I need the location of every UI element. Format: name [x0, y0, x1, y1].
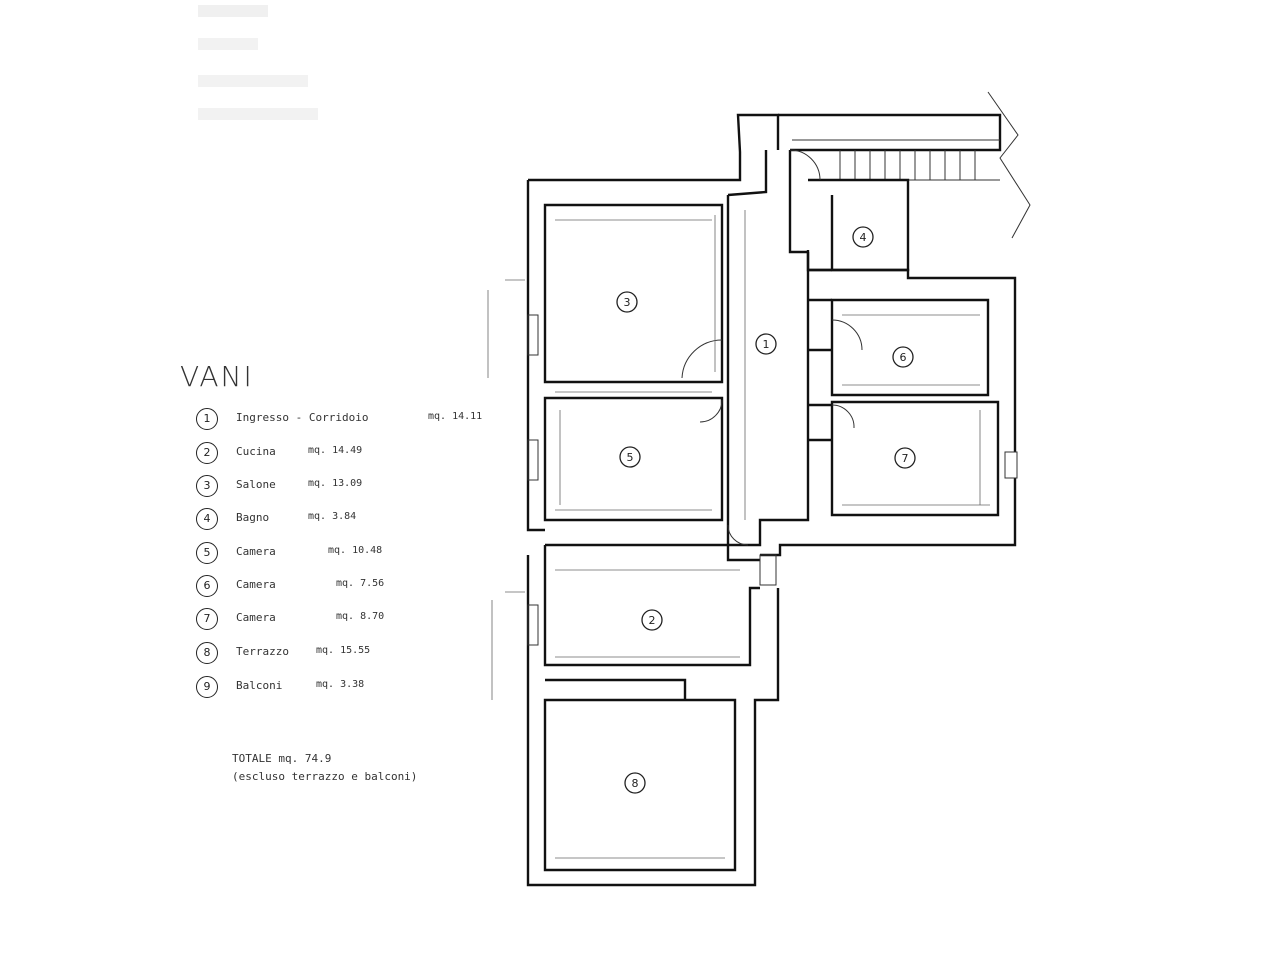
legend-badge: 8: [196, 642, 218, 664]
room-3-label: 3: [616, 291, 638, 313]
legend-row: 3 Salone mq. 13.09: [196, 475, 506, 499]
svg-text:6: 6: [900, 351, 907, 364]
svg-text:4: 4: [860, 231, 867, 244]
legend-badge: 9: [196, 676, 218, 698]
room-5-label: 5: [619, 446, 641, 468]
legend-room-area: mq. 3.84: [308, 511, 357, 522]
legend-badge: 5: [196, 542, 218, 564]
legend-room-area: mq. 8.70: [336, 611, 385, 622]
legend-room-name: Cucina: [236, 445, 276, 458]
legend-row: 7 Camera mq. 8.70: [196, 608, 506, 632]
legend-badge: 4: [196, 508, 218, 530]
legend-row: 2 Cucina mq. 14.49: [196, 442, 506, 466]
legend-badge: 3: [196, 475, 218, 497]
legend-row: 6 Camera mq. 7.56: [196, 575, 506, 599]
legend-room-area: mq. 7.56: [336, 578, 385, 589]
outer-walls: [526, 91, 1031, 887]
legend-room-area: mq. 14.49: [308, 445, 363, 456]
windows: [527, 314, 1018, 646]
legend-room-name: Salone: [236, 478, 276, 491]
legend-badge: 7: [196, 608, 218, 630]
legend-title: VANI: [180, 360, 254, 393]
room-2-label: 2: [641, 609, 663, 631]
legend-row: 8 Terrazzo mq. 15.55: [196, 642, 506, 666]
legend-room-name: Camera: [236, 578, 276, 591]
room-4-label: 4: [852, 226, 874, 248]
legend-room-area: mq. 10.48: [328, 545, 383, 556]
legend-row: 4 Bagno mq. 3.84: [196, 508, 506, 532]
room-8-label: 8: [624, 772, 646, 794]
room-labels: 3 5 1 4 6 7 2 8: [616, 226, 916, 794]
legend-badge: 2: [196, 442, 218, 464]
legend-room-area: mq. 14.11: [428, 411, 483, 422]
legend-room-area: mq. 15.55: [316, 645, 371, 656]
svg-text:1: 1: [763, 338, 770, 351]
svg-text:7: 7: [902, 452, 909, 465]
svg-text:2: 2: [649, 614, 656, 627]
stairs: [825, 150, 1000, 181]
room-7-label: 7: [894, 447, 916, 469]
legend-row: 5 Camera mq. 10.48: [196, 542, 506, 566]
legend-room-name: Camera: [236, 611, 276, 624]
legend: VANI 1 Ingresso - Corridoio mq. 14.11 2 …: [180, 360, 510, 800]
svg-text:3: 3: [624, 296, 631, 309]
legend-badge: 6: [196, 575, 218, 597]
faint-marks: [198, 5, 318, 120]
legend-room-name: Bagno: [236, 511, 270, 524]
room-1-label: 1: [755, 333, 777, 355]
legend-row: 9 Balconi mq. 3.38: [196, 676, 506, 700]
legend-room-area: mq. 13.09: [308, 478, 363, 489]
svg-text:8: 8: [632, 777, 639, 790]
svg-text:5: 5: [627, 451, 634, 464]
legend-row: 1 Ingresso - Corridoio mq. 14.11: [196, 408, 506, 432]
legend-room-name: Ingresso - Corridoio: [236, 411, 369, 424]
room-6-label: 6: [892, 346, 914, 368]
legend-room-name: Terrazzo: [236, 645, 289, 658]
legend-room-name: Camera: [236, 545, 276, 558]
total-area-note: (escluso terrazzo e balconi): [232, 770, 418, 783]
legend-room-name: Balconi: [236, 679, 283, 692]
legend-room-area: mq. 3.38: [316, 679, 365, 690]
total-area: TOTALE mq. 74.9: [232, 752, 332, 765]
legend-badge: 1: [196, 408, 218, 430]
dimension-lines: [487, 210, 990, 859]
